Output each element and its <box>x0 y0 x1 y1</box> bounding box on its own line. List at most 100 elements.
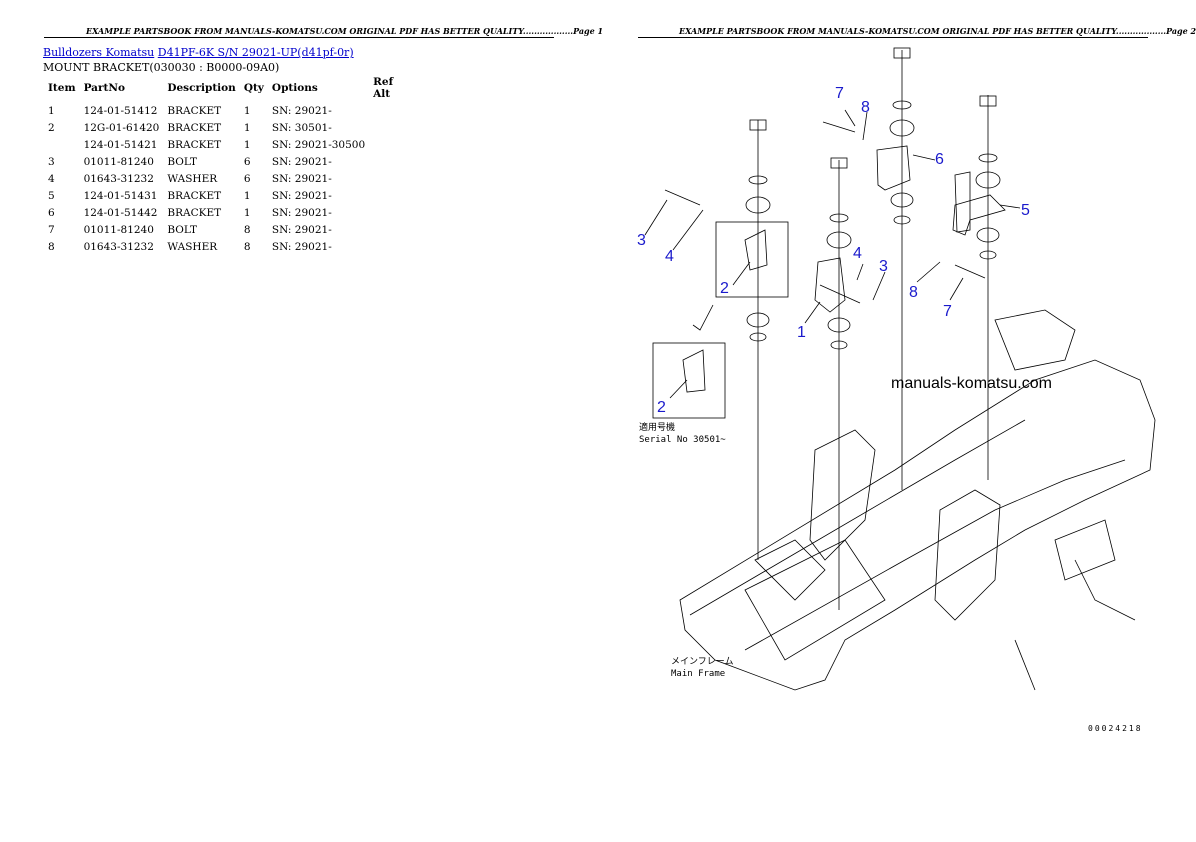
cell-partno: 01011-81240 <box>83 155 154 168</box>
leader-1 <box>804 301 821 324</box>
frame-rail-lower <box>744 459 1126 651</box>
cell-refalt <box>369 119 417 136</box>
bracket-5-plate <box>954 171 971 233</box>
cell-options: SN: 29021- <box>271 206 332 219</box>
cell-description: BOLT <box>167 223 198 236</box>
leader-6 <box>912 154 936 161</box>
washer <box>893 215 911 225</box>
header-rule <box>44 37 554 38</box>
bracket-1 <box>814 257 846 313</box>
cell-refalt <box>369 221 417 238</box>
page-2: EXAMPLE PARTSBOOK FROM MANUALS-KOMATSU.C… <box>595 0 1196 842</box>
cell-options: SN: 30501- <box>271 121 332 134</box>
callout-4-right: 4 <box>853 245 862 262</box>
washer <box>979 250 997 260</box>
cell-options: SN: 29021- <box>271 172 332 185</box>
section-title: MOUNT BRACKET(030030 : B0000-09A0) <box>43 61 280 74</box>
washer <box>829 213 849 223</box>
frame-label: Main Frame <box>671 669 725 679</box>
side-bolt-7-right <box>954 264 986 279</box>
frame-mount-right <box>934 489 1001 621</box>
callout-2-lower: 2 <box>657 399 666 416</box>
washer <box>748 175 768 185</box>
cell-qty: 6 <box>243 172 251 185</box>
cell-description: BRACKET <box>167 138 222 151</box>
cushion <box>889 119 915 137</box>
leader-2-lower <box>669 379 688 399</box>
side-bolt-3-left <box>664 189 701 206</box>
callout-7-right: 7 <box>943 303 952 320</box>
edge <box>1074 559 1136 621</box>
col-header-options: Options <box>271 82 318 94</box>
callout-6: 6 <box>935 151 944 168</box>
callout-8-right: 8 <box>909 284 918 301</box>
callout-1: 1 <box>797 324 806 341</box>
cell-partno: 01643-31232 <box>83 240 154 253</box>
cell-options: SN: 29021- <box>271 223 332 236</box>
cell-item <box>44 136 80 153</box>
leader-4-right <box>856 263 864 281</box>
side-bolt-7-top <box>822 121 856 133</box>
cell-qty: 1 <box>243 121 251 134</box>
leader-8 <box>862 111 868 141</box>
parts-diagram: 7 8 6 5 3 4 2 4 3 8 7 1 2 manuals-komats… <box>637 47 1156 691</box>
table-header-row: Item PartNo Description Qty Options Ref … <box>44 76 417 102</box>
leader-7 <box>844 109 856 127</box>
cell-refalt <box>369 153 417 170</box>
side-plate <box>1054 519 1116 581</box>
bracket-6 <box>876 145 911 191</box>
detail-bracket-lower <box>682 349 706 393</box>
cell-item: 5 <box>48 189 55 202</box>
washer <box>830 340 848 350</box>
breadcrumb-link-bulldozers[interactable]: Bulldozers Komatsu <box>43 46 155 59</box>
cell-partno: 12G-01-61420 <box>83 121 160 134</box>
washer <box>892 100 912 110</box>
cell-refalt <box>369 204 417 221</box>
col-header-item: Item <box>48 82 76 94</box>
cell-item: 1 <box>48 104 55 117</box>
leader-4-left <box>672 209 704 251</box>
callout-7-top: 7 <box>835 85 844 102</box>
cell-item: 4 <box>48 172 55 185</box>
page-2-header: EXAMPLE PARTSBOOK FROM MANUALS-KOMATSU.C… <box>679 26 1196 36</box>
cell-qty: 1 <box>243 189 251 202</box>
page-code: 00024218 <box>1088 724 1143 733</box>
cell-options: SN: 29021- <box>271 104 332 117</box>
leader-2-upper <box>732 261 751 286</box>
washer <box>749 332 767 342</box>
page-1-header: EXAMPLE PARTSBOOK FROM MANUALS-KOMATSU.C… <box>86 26 604 36</box>
cushion <box>746 312 770 328</box>
callout-2-upper: 2 <box>720 280 729 297</box>
frame-label-jp: メインフレーム <box>671 656 733 667</box>
cushion <box>826 231 852 249</box>
cell-partno: 124-01-51442 <box>83 206 158 219</box>
leader-3-left <box>644 199 668 236</box>
cell-partno: 124-01-51431 <box>83 189 158 202</box>
page-1: EXAMPLE PARTSBOOK FROM MANUALS-KOMATSU.C… <box>0 0 603 842</box>
cell-qty: 1 <box>243 138 251 151</box>
callout-4-left: 4 <box>665 248 674 265</box>
breadcrumb-link-model[interactable]: D41PF-6K S/N 29021-UP(d41pf-0r) <box>157 46 354 59</box>
cell-description: BRACKET <box>167 104 222 117</box>
edge-2 <box>1014 639 1036 691</box>
parts-table: Item PartNo Description Qty Options Ref … <box>44 76 417 255</box>
callout-3-right: 3 <box>879 258 888 275</box>
cell-item: 6 <box>48 206 55 219</box>
bracket-5 <box>952 194 1006 236</box>
cell-description: BRACKET <box>167 189 222 202</box>
header-rule <box>638 37 1148 38</box>
cell-description: BRACKET <box>167 121 222 134</box>
bolt-head <box>979 95 997 107</box>
cell-item: 7 <box>48 223 55 236</box>
cell-qty: 8 <box>243 240 251 253</box>
detail-box-upper <box>715 221 789 298</box>
cell-partno: 124-01-51412 <box>83 104 158 117</box>
cell-refalt <box>369 187 417 204</box>
cell-qty: 1 <box>243 206 251 219</box>
